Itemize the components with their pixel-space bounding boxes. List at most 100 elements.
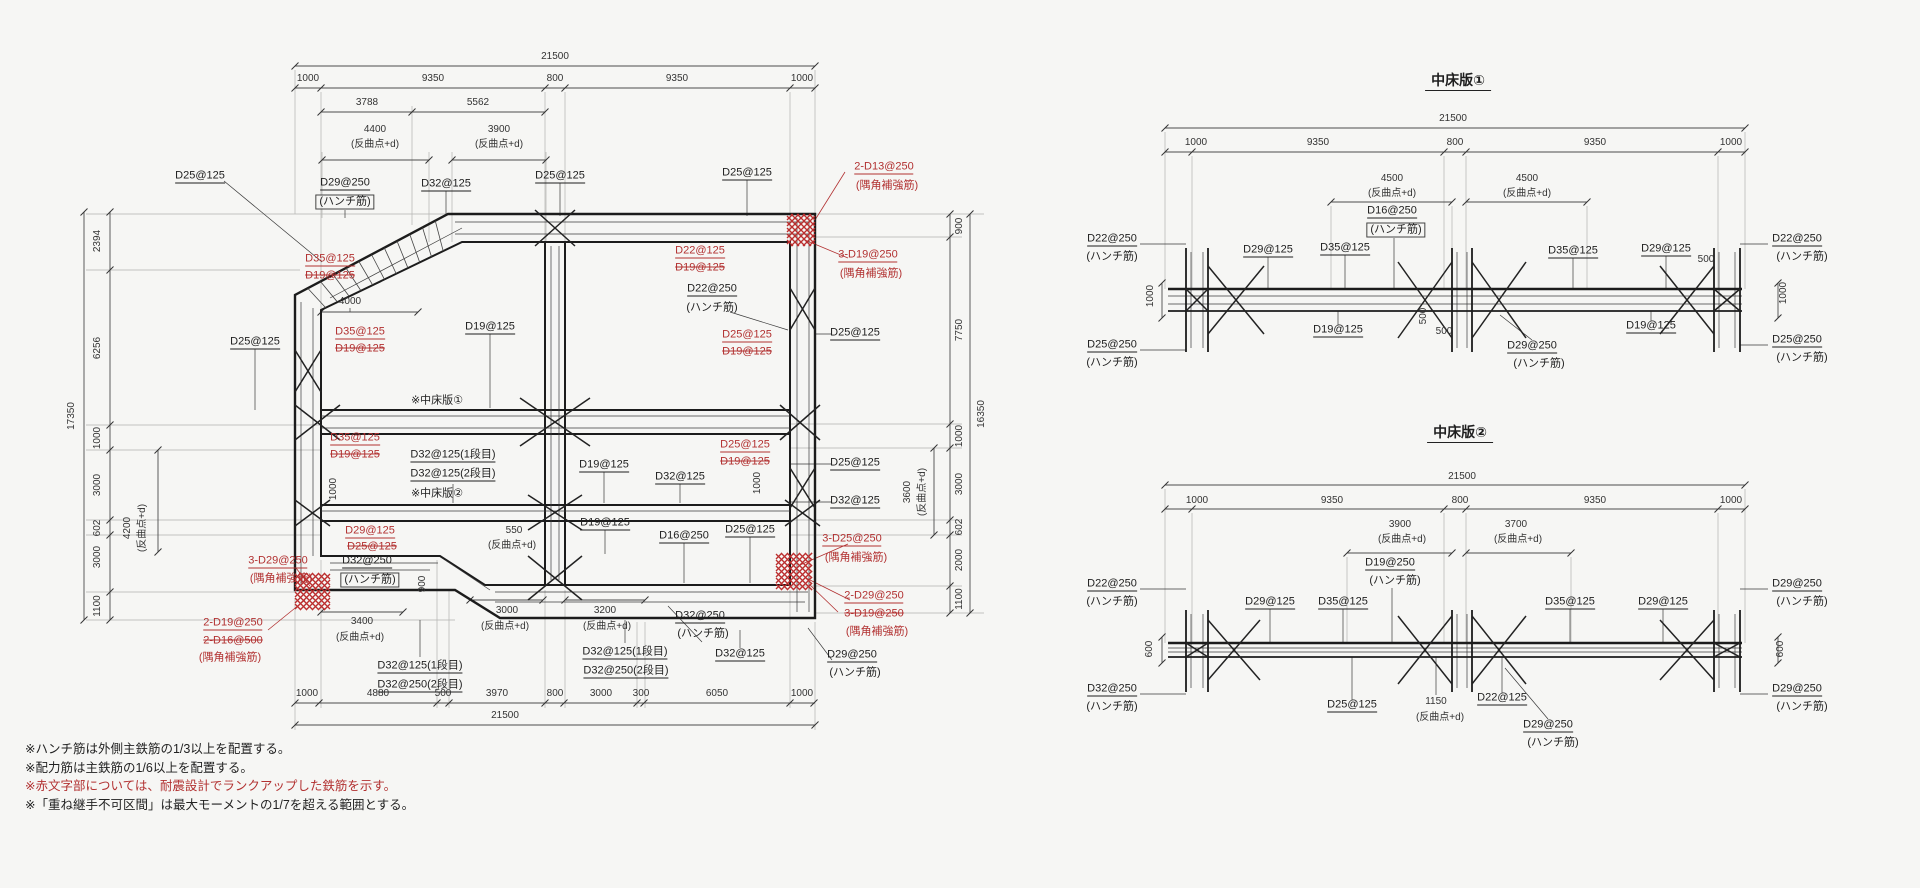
rebar-label: D19@125 bbox=[579, 458, 629, 473]
rebar-label: D25@125 bbox=[1327, 698, 1377, 713]
rebar-label: D29@125 bbox=[345, 524, 395, 539]
rebar-label: D35@125 bbox=[1545, 595, 1595, 610]
dim-label: 500 bbox=[1418, 307, 1429, 325]
dim-label: 16350 bbox=[976, 400, 987, 428]
dim-label: (反曲点+d) bbox=[480, 621, 530, 632]
dim-label: 1000 bbox=[1778, 281, 1789, 305]
dim-label: 3000 bbox=[589, 688, 613, 699]
rebar-label: D32@125(1段目) bbox=[410, 448, 496, 463]
rebar-label: D29@250 bbox=[1507, 339, 1557, 354]
rebar-label: D19@125 bbox=[305, 269, 355, 282]
rebar-label: D29@250 bbox=[827, 648, 877, 663]
rebar-label: D29@125 bbox=[1245, 595, 1295, 610]
dim-label: (反曲点+d) bbox=[1377, 534, 1427, 545]
dim-label: 6256 bbox=[92, 336, 103, 360]
rebar-label: D25@125 bbox=[830, 456, 880, 471]
dim-label: 4500 bbox=[1380, 173, 1404, 184]
rebar-label: (隅角補強筋) bbox=[845, 625, 909, 638]
dim-label: (反曲点+d) bbox=[487, 540, 537, 551]
dim-label: 3400 bbox=[350, 616, 374, 627]
dim-label: 1000 bbox=[790, 73, 814, 84]
dim-label: 500 bbox=[1697, 254, 1715, 265]
dim-label: 1000 bbox=[1719, 137, 1743, 148]
dim-label: 1000 bbox=[296, 73, 320, 84]
rebar-label: D19@125 bbox=[675, 261, 725, 274]
footnote: ※ハンチ筋は外側主鉄筋の1/3以上を配置する。 bbox=[25, 742, 291, 756]
rebar-label: D19@125 bbox=[1313, 323, 1363, 338]
rebar-label: 3-D19@250 bbox=[838, 248, 898, 263]
dim-label: (反曲点+d) bbox=[335, 632, 385, 643]
dim-label: 3200 bbox=[593, 605, 617, 616]
dim-label: 4200 bbox=[122, 516, 133, 540]
dim-label: 3000 bbox=[495, 605, 519, 616]
dim-label: 1100 bbox=[92, 595, 103, 617]
rebar-label: D35@125 bbox=[330, 431, 380, 446]
rebar-label: D35@125 bbox=[305, 252, 355, 267]
dim-label: 1000 bbox=[1185, 495, 1209, 506]
dim-label: 2000 bbox=[954, 548, 965, 572]
dim-label: 600 bbox=[1775, 640, 1786, 658]
rebar-label: D22@125 bbox=[675, 244, 725, 259]
dim-label: 300 bbox=[632, 688, 650, 699]
rebar-label: (ハンチ筋) bbox=[1776, 250, 1828, 263]
dim-label: 9350 bbox=[421, 73, 445, 84]
dim-label: 4000 bbox=[338, 296, 362, 307]
dimension-ticks bbox=[80, 62, 1782, 729]
dim-label: (反曲点+d) bbox=[1367, 188, 1417, 199]
rebar-label: D32@250(2段目) bbox=[377, 678, 463, 693]
rebar-label: D35@125 bbox=[1320, 241, 1370, 256]
dim-label: 1000 bbox=[295, 688, 319, 699]
rebar-label: (隅角補強筋) bbox=[855, 179, 919, 192]
dim-label: 800 bbox=[546, 688, 564, 699]
dim-label: (反曲点+d) bbox=[1415, 712, 1465, 723]
rebar-label: D32@250 bbox=[1087, 682, 1137, 697]
rebar-label: D16@250 bbox=[1367, 204, 1417, 219]
rebar-label: D35@125 bbox=[1548, 244, 1598, 259]
rebar-label: D25@125 bbox=[535, 169, 585, 184]
dim-label: 7750 bbox=[954, 318, 965, 342]
rebar-label: D25@250 bbox=[1087, 338, 1137, 353]
rebar-label: D29@125 bbox=[1243, 243, 1293, 258]
rebar-label: D22@250 bbox=[687, 282, 737, 297]
dim-label: 1000 bbox=[790, 688, 814, 699]
dim-label: 500 bbox=[1435, 326, 1453, 337]
dim-label: 1000 bbox=[1145, 284, 1156, 308]
rebar-label: D32@125 bbox=[421, 177, 471, 192]
dim-label: 1000 bbox=[1184, 137, 1208, 148]
footnote: ※赤文字部については、耐震設計でランクアップした鉄筋を示す。 bbox=[25, 779, 397, 793]
dimension-lines bbox=[83, 65, 1779, 726]
dim-label: 21500 bbox=[541, 51, 569, 62]
dim-label: 800 bbox=[1446, 137, 1464, 148]
rebar-label: D25@125 bbox=[722, 328, 772, 343]
rebar-label: (ハンチ筋) bbox=[1776, 351, 1828, 364]
dim-label: 9350 bbox=[1306, 137, 1330, 148]
rebar-label: D32@125 bbox=[715, 647, 765, 662]
rebar-label: (ハンチ筋) bbox=[677, 627, 729, 640]
rebar-label: D25@125 bbox=[175, 169, 225, 184]
dim-label: 3900 bbox=[1388, 519, 1412, 530]
rebar-label: D32@125(1段目) bbox=[377, 659, 463, 674]
dim-label: 3000 bbox=[92, 545, 103, 569]
dim-label: 602 bbox=[92, 519, 103, 537]
dim-label: 602 bbox=[954, 518, 965, 536]
rebar-label: (隅角補強筋) bbox=[824, 551, 888, 564]
dim-label: 21500 bbox=[1448, 471, 1476, 482]
rebar-label: D25@125 bbox=[720, 438, 770, 453]
rebar-label: 2-D19@250 bbox=[203, 616, 263, 631]
rebar-label: D29@250 bbox=[1523, 718, 1573, 733]
rebar-label: D29@125 bbox=[1638, 595, 1688, 610]
footnote: ※配力筋は主鉄筋の1/6以上を配置する。 bbox=[25, 760, 253, 775]
rebar-label: D32@125(1段目) bbox=[582, 645, 668, 660]
rebar-label: D32@250(2段目) bbox=[583, 664, 669, 679]
dim-label: (反曲点+d) bbox=[137, 503, 148, 553]
dim-label: 600 bbox=[1144, 640, 1155, 658]
rebar-label: D29@250 bbox=[320, 176, 370, 191]
rebar-label: (ハンチ筋) bbox=[1086, 595, 1138, 608]
dim-label: 6050 bbox=[705, 688, 729, 699]
dim-label: 9350 bbox=[1583, 495, 1607, 506]
dim-label: (反曲点+d) bbox=[1493, 534, 1543, 545]
rebar-label: D25@125 bbox=[830, 326, 880, 341]
rebar-label: D29@250 bbox=[1772, 682, 1822, 697]
